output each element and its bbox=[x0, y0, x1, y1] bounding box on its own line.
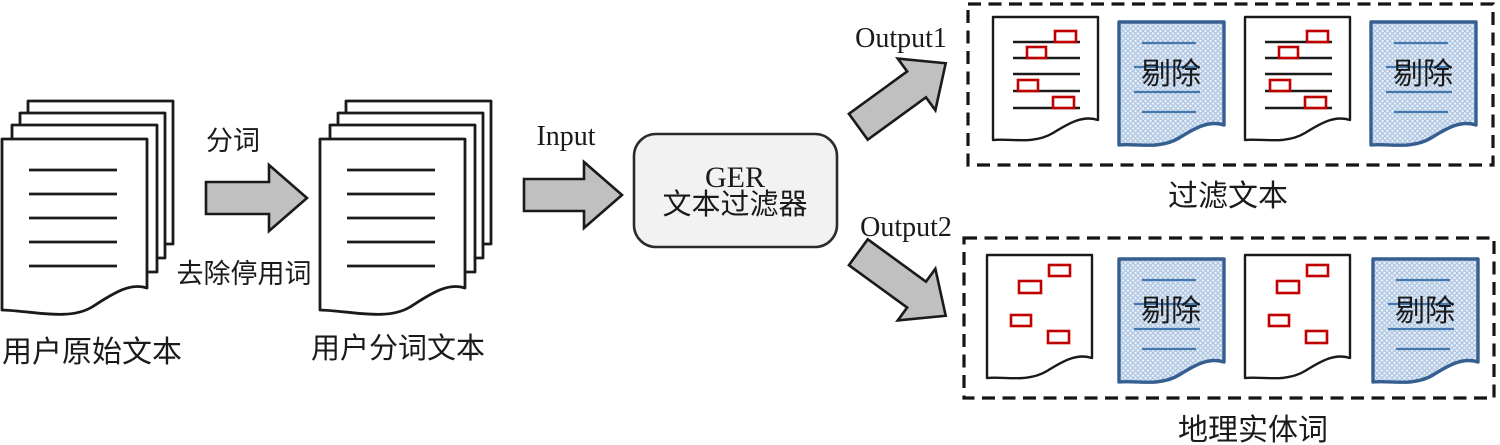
entity-words-document-icon bbox=[987, 255, 1092, 378]
stopword-removal-label: 去除停用词 bbox=[177, 259, 312, 289]
filtered-text-caption: 过滤文本 bbox=[1168, 180, 1288, 213]
source-docs-label: 用户原始文本 bbox=[2, 336, 182, 369]
output2-arrow-icon bbox=[838, 225, 966, 343]
removed-doc-text: 剔除 bbox=[1141, 295, 1201, 328]
segmented-doc-stack-icon bbox=[318, 99, 493, 316]
input-label: Input bbox=[536, 121, 595, 152]
segmented-docs-label: 用户分词文本 bbox=[311, 332, 485, 365]
output1-arrow-icon bbox=[838, 36, 966, 154]
filtered-text-box bbox=[966, 2, 1495, 167]
arrow-right-icon bbox=[204, 162, 309, 234]
output2-label: Output2 bbox=[860, 212, 952, 243]
filter-box bbox=[632, 132, 839, 249]
segmentation-label: 分词 bbox=[206, 126, 260, 156]
removed-doc-text: 剔除 bbox=[1393, 58, 1453, 91]
input-arrow-icon bbox=[522, 159, 624, 231]
entity-words-document-icon bbox=[1245, 255, 1350, 378]
output1-label: Output1 bbox=[855, 23, 947, 54]
geo-entity-box bbox=[962, 236, 1496, 400]
removed-doc-text: 剔除 bbox=[1395, 295, 1455, 328]
source-doc-stack-icon bbox=[0, 99, 175, 316]
filter-subtitle: 文本过滤器 bbox=[662, 188, 807, 221]
highlighted-document-icon bbox=[1245, 17, 1350, 140]
removed-doc-text: 剔除 bbox=[1141, 58, 1201, 91]
geo-entity-caption: 地理实体词 bbox=[1178, 414, 1328, 445]
highlighted-document-icon bbox=[993, 17, 1098, 140]
filter-title: GER bbox=[705, 161, 765, 194]
